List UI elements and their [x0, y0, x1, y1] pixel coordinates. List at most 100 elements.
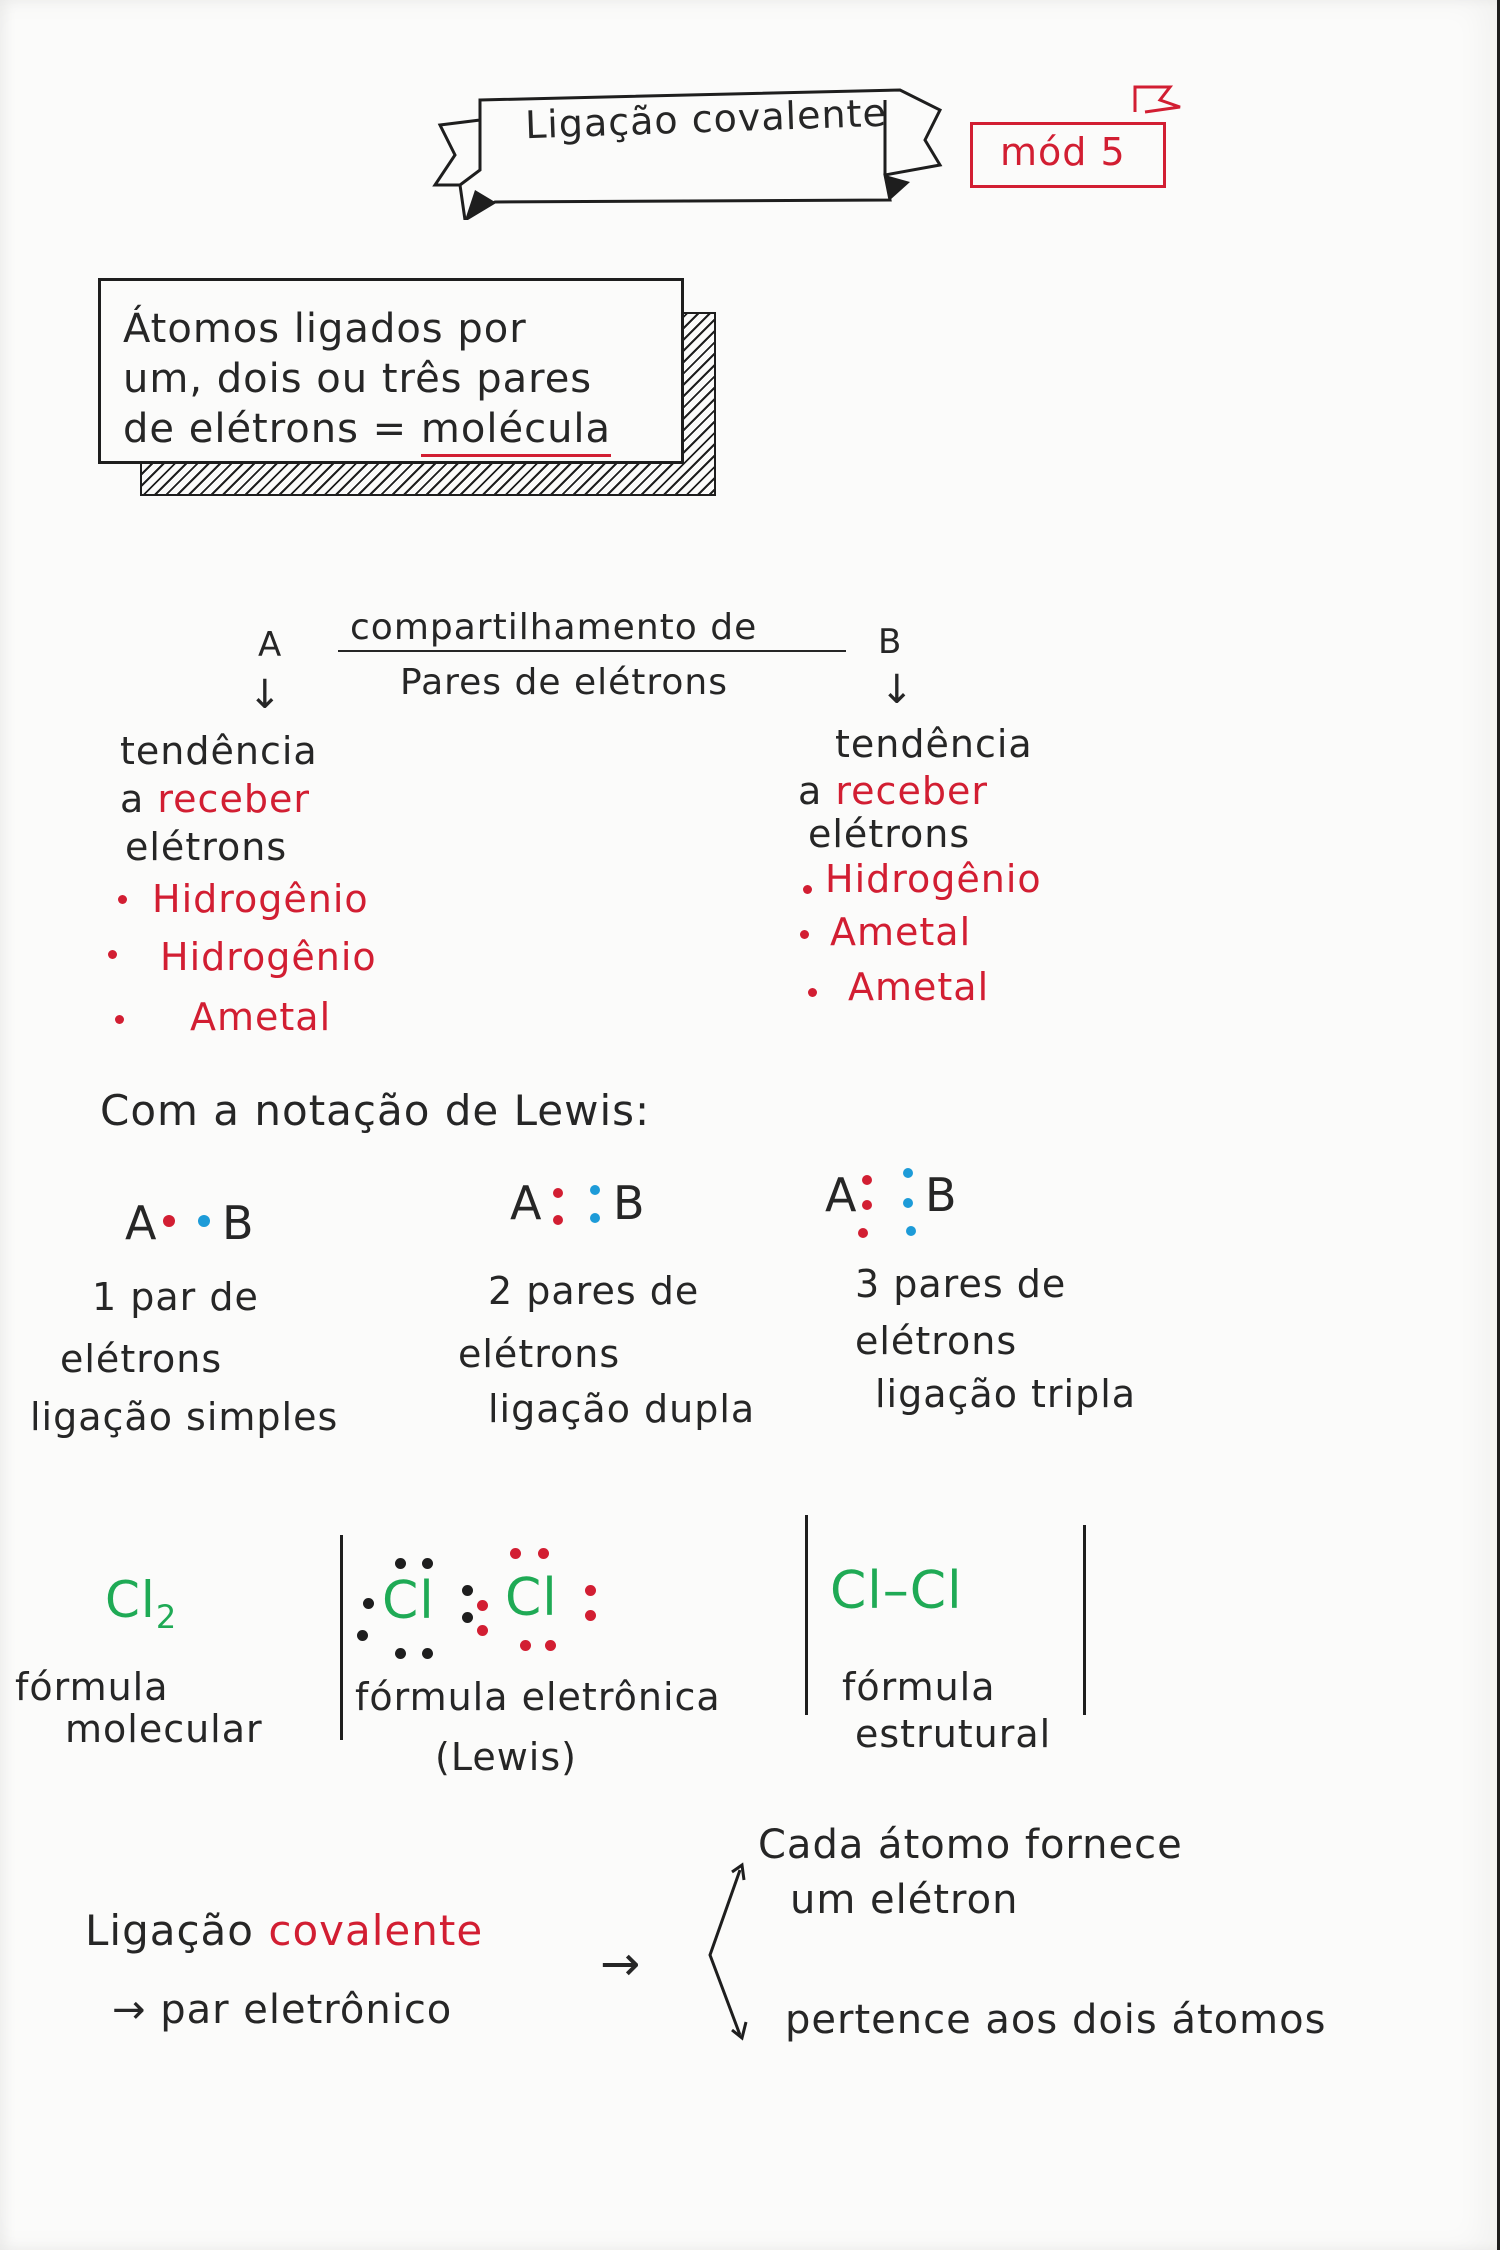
- electron-dot: [477, 1625, 488, 1636]
- electron-dot: [862, 1200, 872, 1210]
- electron-dot: [862, 1175, 872, 1185]
- electron-dot: [553, 1188, 563, 1198]
- arrow-right-icon: →: [600, 1936, 642, 1992]
- bullet-icon: [808, 988, 817, 997]
- bullet-icon: [108, 950, 117, 959]
- double-caption-1: 2 pares de: [488, 1269, 700, 1313]
- electronic-label-1: fórmula eletrônica: [355, 1675, 721, 1719]
- molecular-label-2: molecular: [65, 1707, 263, 1751]
- molecular-subscript: 2: [155, 1598, 178, 1636]
- left-item-2: Hidrogênio: [160, 935, 377, 979]
- left-item-1: Hidrogênio: [152, 877, 369, 921]
- electron-dot: [422, 1648, 433, 1659]
- electron-dot: [477, 1600, 488, 1611]
- module-tag-label: mód 5: [1000, 130, 1126, 174]
- right-tendency-line-3: elétrons: [808, 812, 971, 856]
- electron-dot: [520, 1640, 531, 1651]
- left-tendency-line-1: tendência: [120, 729, 318, 773]
- triple-caption-1: 3 pares de: [855, 1262, 1067, 1306]
- branch-1-line-2: um elétron: [790, 1877, 1019, 1923]
- double-atom-b: B: [613, 1176, 646, 1230]
- structural-label-2: estrutural: [855, 1712, 1052, 1756]
- double-caption-2: elétrons: [458, 1332, 621, 1376]
- branch-bracket: [708, 1862, 748, 2041]
- flag-icon: [1133, 85, 1181, 114]
- structural-formula: Cl–Cl: [830, 1561, 963, 1621]
- electron-dot: [590, 1185, 600, 1195]
- sharing-line-1: compartilhamento de: [350, 607, 758, 648]
- right-tendency-line-2: a receber: [798, 772, 988, 810]
- lewis-atom-right: Cl: [505, 1568, 558, 1628]
- triple-caption-2: elétrons: [855, 1319, 1018, 1363]
- branch-1-line-1: Cada átomo fornece: [758, 1822, 1183, 1868]
- title-banner: [432, 88, 943, 220]
- definition-keyword: molécula: [420, 406, 612, 457]
- electron-dot: [553, 1215, 563, 1225]
- definition-line-3-prefix: de elétrons =: [123, 406, 408, 452]
- electron-dot: [903, 1168, 913, 1178]
- definition-line-3: de elétrons = molécula: [123, 406, 612, 457]
- single-atom-b: B: [222, 1196, 255, 1250]
- electron-dot: [858, 1228, 868, 1238]
- double-caption-3: ligação dupla: [488, 1387, 756, 1431]
- sharing-divider: [338, 650, 846, 652]
- formula-divider: [805, 1515, 808, 1715]
- definition-line-2: um, dois ou três pares: [123, 356, 593, 402]
- electron-dot: [906, 1226, 916, 1236]
- right-tendency-prefix: a: [798, 769, 823, 813]
- right-item-1: Hidrogênio: [825, 857, 1042, 901]
- electron-dot: [510, 1548, 521, 1559]
- structural-label-1: fórmula: [842, 1665, 996, 1709]
- electron-dot: [422, 1558, 433, 1569]
- left-tendency-prefix: a: [120, 777, 145, 821]
- single-atom-a: A: [125, 1196, 158, 1250]
- lewis-atom-left: Cl: [382, 1571, 435, 1631]
- formula-divider: [1083, 1525, 1086, 1715]
- electron-dot: [538, 1548, 549, 1559]
- electron-dot: [585, 1585, 596, 1596]
- electron-dot: [545, 1640, 556, 1651]
- summary-line-2: → par eletrônico: [112, 1987, 453, 2033]
- molecular-symbol: Cl: [105, 1571, 156, 1629]
- definition-line-1: Átomos ligados por: [123, 306, 527, 352]
- bullet-icon: [800, 930, 809, 939]
- bullet-icon: [118, 895, 127, 904]
- arrow-down-left-icon: ↓: [248, 672, 283, 718]
- formula-divider: [340, 1535, 343, 1740]
- single-caption-1: 1 par de: [92, 1275, 259, 1319]
- module-tag: [970, 122, 1166, 188]
- branch-2: pertence aos dois átomos: [785, 1997, 1327, 2043]
- electron-dot: [462, 1585, 473, 1596]
- electronic-label-2: (Lewis): [435, 1735, 577, 1779]
- left-tendency-keyword: receber: [157, 777, 310, 821]
- right-item-3: Ametal: [848, 965, 990, 1009]
- electron-dot: [363, 1598, 374, 1609]
- single-caption-2: elétrons: [60, 1337, 223, 1381]
- summary-keyword: covalente: [268, 1906, 484, 1955]
- electron-dot: [590, 1213, 600, 1223]
- left-item-3: Ametal: [190, 995, 332, 1039]
- electron-dot: [357, 1630, 368, 1641]
- left-tendency-line-2: a receber: [120, 780, 310, 818]
- atom-b-label: B: [878, 622, 903, 662]
- triple-caption-3: ligação tripla: [875, 1372, 1137, 1416]
- molecular-formula: Cl2: [105, 1575, 177, 1633]
- molecular-label-1: fórmula: [15, 1665, 169, 1709]
- electron-dot: [903, 1198, 913, 1208]
- sharing-line-2: Pares de elétrons: [400, 662, 728, 703]
- electron-dot: [585, 1610, 596, 1621]
- summary-prefix: Ligação: [85, 1906, 254, 1955]
- arrow-down-right-icon: ↓: [880, 667, 915, 713]
- electron-dot: [395, 1648, 406, 1659]
- left-tendency-line-3: elétrons: [125, 825, 288, 869]
- right-tendency-line-1: tendência: [835, 722, 1033, 766]
- bullet-icon: [115, 1015, 124, 1024]
- right-tendency-keyword: receber: [835, 769, 988, 813]
- electron-dot: [395, 1558, 406, 1569]
- electron-dot: [163, 1215, 175, 1227]
- single-caption-3: ligação simples: [30, 1395, 339, 1439]
- bullet-icon: [803, 885, 812, 894]
- double-atom-a: A: [510, 1176, 543, 1230]
- electron-dot: [198, 1215, 210, 1227]
